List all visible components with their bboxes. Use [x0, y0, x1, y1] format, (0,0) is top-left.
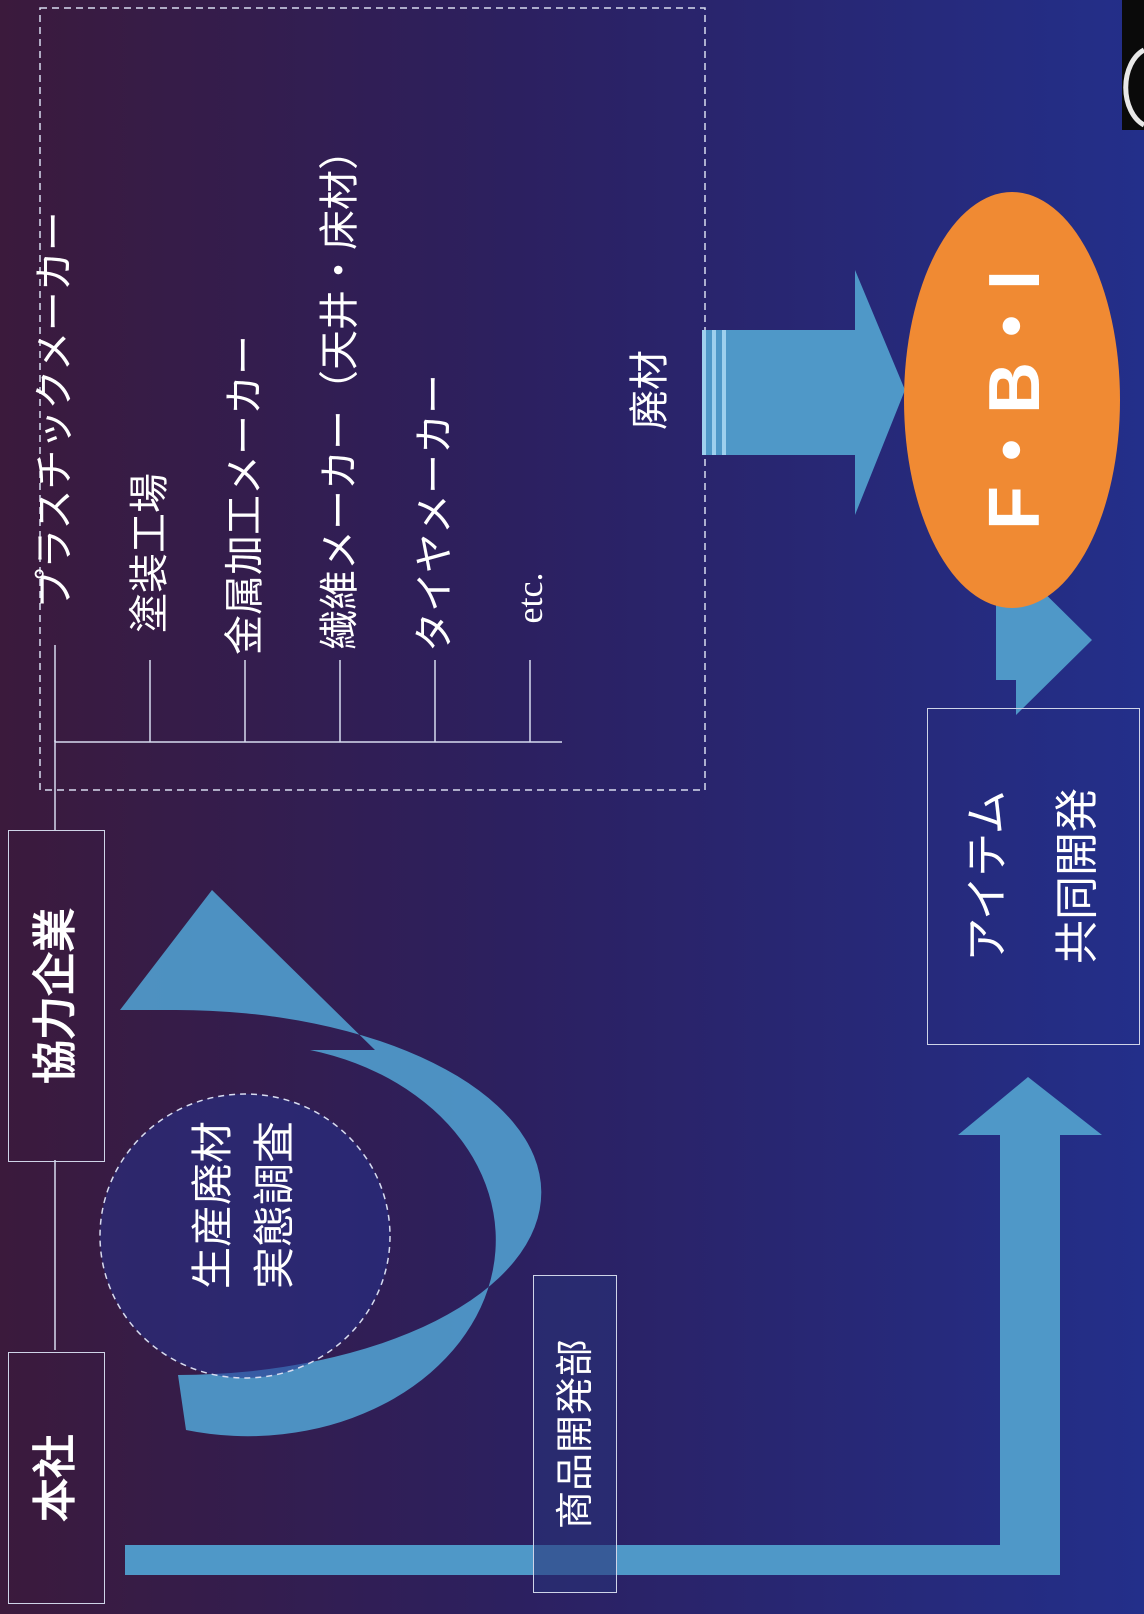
- waste-arrow-stripe-2: [712, 330, 716, 455]
- item-box: アイテム 共同開発: [927, 708, 1140, 1045]
- kyouryoku-box: 協力企業: [8, 830, 105, 1162]
- survey-label-line1: 生産廃材: [188, 1120, 237, 1290]
- corner-logo-curve: [1123, 47, 1144, 128]
- development-l-arrow: [125, 1077, 1102, 1575]
- item-label-line1: アイテム: [962, 790, 1013, 962]
- waste-arrow-stripe-3: [722, 330, 726, 455]
- honsha-box: 本社: [8, 1352, 105, 1604]
- item-label-line2: 共同開発: [1052, 788, 1103, 964]
- shouhin-label: 商品開発部: [553, 1338, 597, 1530]
- fbi-label: F・B・I: [975, 270, 1055, 530]
- partner-metal: 金属加工メーカー: [222, 335, 268, 655]
- survey-dashed-circle: [99, 1093, 391, 1379]
- partner-plastic: プラスチックメーカー: [32, 211, 78, 609]
- waste-label: 廃材: [627, 350, 673, 430]
- partner-textile: 繊維メーカー（天井・床材）: [317, 130, 363, 650]
- partner-tire: タイヤメーカー: [412, 374, 458, 652]
- partner-etc: etc.: [510, 572, 550, 624]
- waste-arrow-stripe-1: [702, 330, 706, 455]
- shouhin-box: 商品開発部: [533, 1275, 617, 1593]
- honsha-label: 本社: [30, 1434, 81, 1522]
- fbi-ellipse: [904, 192, 1120, 608]
- partner-painting: 塗装工場: [127, 473, 173, 633]
- waste-arrow: [702, 270, 905, 515]
- partner-region-dashed-box: [39, 7, 706, 791]
- survey-label-line2: 実態調査: [250, 1120, 299, 1290]
- kyouryoku-label: 協力企業: [30, 908, 81, 1084]
